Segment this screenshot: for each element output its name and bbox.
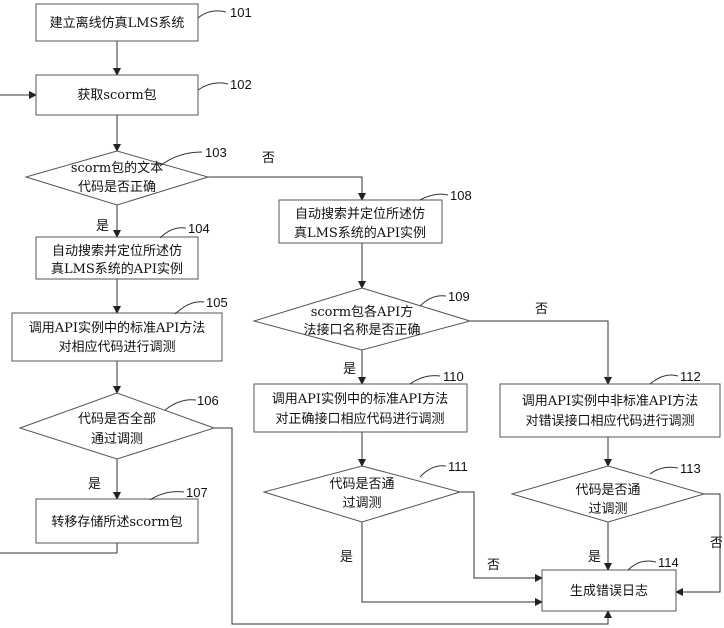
step-109-label-1: scorm包各API方 [311,304,414,320]
step-106-label-1: 代码是否全部 [78,411,156,427]
step-112-label-1: 调用API实例中非标准API方法 [522,393,699,409]
step-102-box [35,74,199,116]
step-112-number: 112 [680,369,701,384]
edge-111-yes-label: 是 [340,550,353,565]
step-102-label: 获取scorm包 [77,88,156,103]
step-110-number: 110 [443,369,464,384]
step-105-number: 105 [206,295,228,310]
step-108-number: 108 [450,188,472,203]
step-104-label-2: 真LMS系统的API实例 [51,261,183,277]
step-105-label-1: 调用API实例中的标准API方法 [29,320,206,336]
edge-113-yes-label: 是 [588,550,601,565]
step-113-label-2: 过调测 [588,502,627,517]
edge-106-yes-label: 是 [88,477,101,492]
step-112-box [499,383,721,438]
step-104-number: 104 [188,221,210,236]
step-102-number: 102 [230,77,252,92]
step-108-box [278,199,443,244]
step-114-number: 114 [658,555,679,570]
step-107-number: 107 [186,485,208,500]
step-114-box [541,569,677,612]
edge-103-no-label: 否 [262,151,275,166]
step-103-decision [24,150,210,206]
step-113-label-1: 代码是否通 [575,483,640,498]
step-103-label-2: 代码是否正确 [78,180,156,195]
step-108-label-1: 自动搜索并定位所述仿 [295,207,425,222]
edge-113-no-label: 否 [710,536,723,551]
step-107-label: 转移存储所述scorm包 [51,515,182,530]
step-109-decision [252,287,472,351]
step-109-label-2: 法接口名称是否正确 [303,322,420,338]
edge-111-no-label: 否 [487,558,500,573]
step-112-label-2: 对错误接口相应代码进行调测 [525,413,694,429]
connectors [0,41,721,625]
step-109-number: 109 [448,289,470,304]
step-104-box [35,236,199,280]
step-114-label: 生成错误日志 [570,584,648,599]
step-113-number: 113 [680,461,701,476]
step-113-decision [510,465,706,523]
edge-109-yes-label: 是 [343,362,356,377]
step-105-box [11,312,223,362]
step-111-number: 111 [448,459,468,474]
step-108-label-2: 真LMS系统的API实例 [294,225,426,241]
step-101-number: 101 [230,5,252,20]
step-110-label-2: 对正确接口相应代码进行调测 [275,411,444,427]
step-107-box [35,498,199,544]
step-106-label-2: 通过调测 [91,432,143,447]
step-111-decision [262,465,462,523]
edge-109-no-label: 否 [535,302,548,317]
edge-103-yes-label: 是 [96,219,109,234]
step-105-label-2: 对相应代码进行调测 [58,339,175,355]
step-106-decision [18,392,216,460]
step-103-label-1: scorm包的文本 [71,160,163,176]
step-101-label: 建立离线仿真LMS系统 [50,15,185,31]
step-101-box [35,3,199,42]
step-110-label-1: 调用API实例中的标准API方法 [272,391,449,407]
step-104-label-1: 自动搜索并定位所述仿 [52,244,182,259]
number-leaders [149,10,679,571]
step-106-number: 106 [197,393,219,408]
step-103-number: 103 [205,145,227,160]
step-111-label-2: 过调测 [342,496,381,511]
step-111-label-1: 代码是否通 [329,477,394,492]
step-110-box [253,383,468,433]
